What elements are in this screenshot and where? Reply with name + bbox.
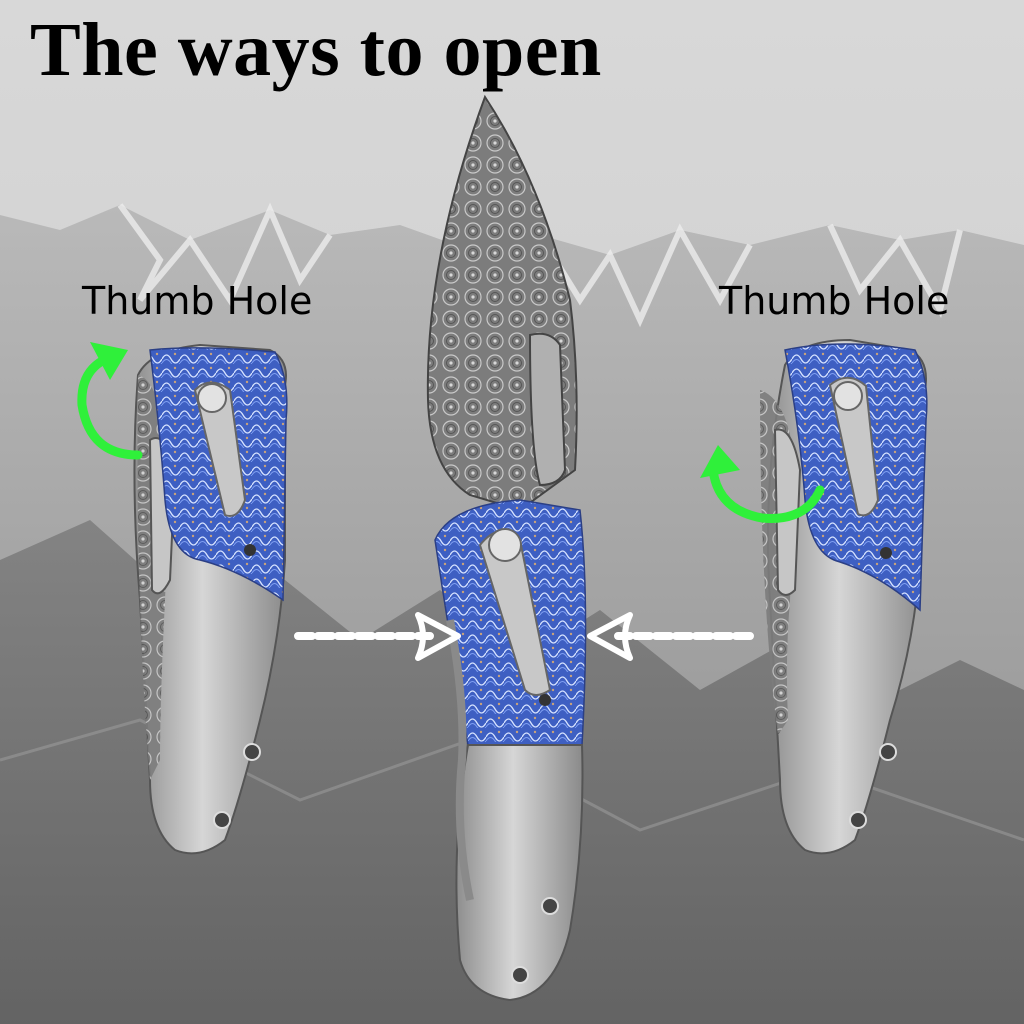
knife-closed-right — [760, 338, 928, 855]
rotate-arrow-icon — [77, 342, 143, 460]
arrow-right-icon — [294, 612, 461, 661]
knife-open-center — [426, 94, 587, 1002]
thumb-hole-label-left: Thumb Hole — [82, 279, 313, 323]
knife-closed-left — [133, 343, 288, 855]
page-title: The ways to open — [30, 8, 602, 92]
snow-ridges — [117, 202, 963, 328]
thumb-hole-label-right: Thumb Hole — [719, 279, 950, 323]
arrow-left-icon — [587, 612, 754, 661]
rotate-arrow-icon — [700, 445, 825, 523]
